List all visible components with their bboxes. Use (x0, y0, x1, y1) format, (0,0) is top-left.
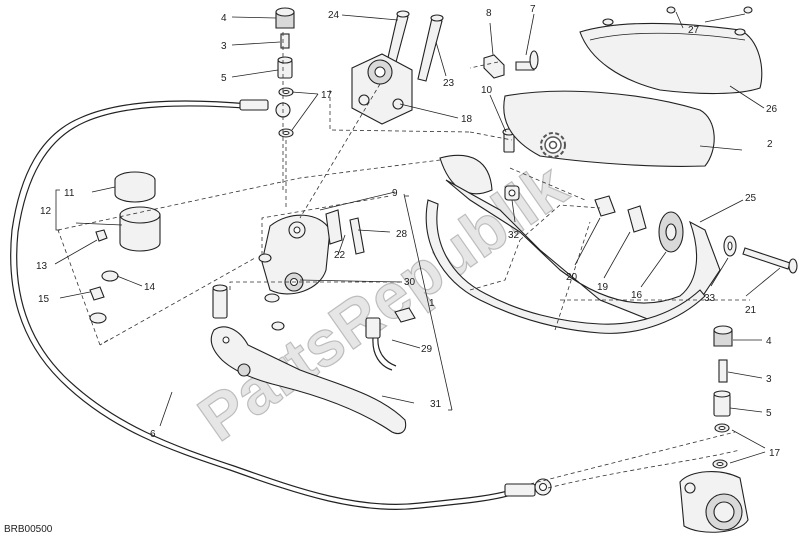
handlebar-clamp-block (351, 53, 413, 125)
callout-19: 19 (597, 282, 609, 293)
callout-25: 25 (745, 193, 757, 204)
callout-27: 27 (688, 25, 700, 36)
callout-7: 7 (530, 4, 536, 15)
leader-lines (54, 11, 781, 464)
brake-switch (365, 307, 416, 371)
callout-3-bottom: 3 (766, 374, 772, 385)
callout-9: 9 (392, 188, 398, 199)
callout-32: 32 (508, 230, 520, 241)
callout-20: 20 (566, 272, 578, 283)
callout-2: 2 (767, 139, 773, 150)
fluid-reservoir (95, 171, 161, 252)
callout-13: 13 (36, 261, 48, 272)
callout-30: 30 (404, 277, 416, 288)
callout-22: 22 (334, 250, 346, 261)
callout-11: 11 (64, 188, 75, 199)
callout-23: 23 (443, 78, 455, 89)
lower-banjo-fittings (712, 325, 733, 469)
callout-12: 12 (40, 206, 52, 217)
gear-icon (540, 132, 566, 158)
hose-clamps (89, 270, 119, 324)
callout-29: 29 (421, 344, 433, 355)
callout-labels: 4 3 5 17 24 8 7 23 18 10 27 26 2 11 12 1… (36, 4, 781, 459)
diagram-code: BRB00500 (4, 524, 53, 535)
callout-18: 18 (461, 114, 473, 125)
bushing-and-pin (483, 50, 539, 79)
cover-26 (579, 6, 763, 95)
master-cylinder (212, 209, 365, 331)
callout-17-bottom: 17 (769, 448, 781, 459)
callout-31: 31 (430, 399, 442, 410)
slave-cylinder (679, 471, 749, 533)
pad-2 (503, 90, 715, 167)
callout-26: 26 (766, 104, 778, 115)
callout-1: 1 (429, 298, 435, 309)
group-bracket (55, 189, 453, 411)
callout-10: 10 (481, 85, 493, 96)
dashed-guide-lines (57, 32, 750, 489)
callout-17-top: 17 (321, 90, 333, 101)
callout-5-bottom: 5 (766, 408, 772, 419)
clutch-lever (210, 326, 407, 435)
callout-16: 16 (631, 290, 643, 301)
callout-5-top: 5 (221, 73, 227, 84)
upper-banjo-fittings (275, 7, 295, 138)
callout-24: 24 (328, 10, 340, 21)
callout-4-top: 4 (221, 13, 227, 24)
callout-3-top: 3 (221, 41, 227, 52)
callout-33: 33 (704, 293, 716, 304)
callout-28: 28 (396, 229, 408, 240)
pivot-stack (594, 195, 798, 274)
callout-14: 14 (144, 282, 156, 293)
callout-15: 15 (38, 294, 50, 305)
callout-6: 6 (150, 429, 156, 440)
callout-4-bottom: 4 (766, 336, 772, 347)
callout-8: 8 (486, 8, 492, 19)
lever-guard (425, 154, 721, 334)
callout-21: 21 (745, 305, 757, 316)
